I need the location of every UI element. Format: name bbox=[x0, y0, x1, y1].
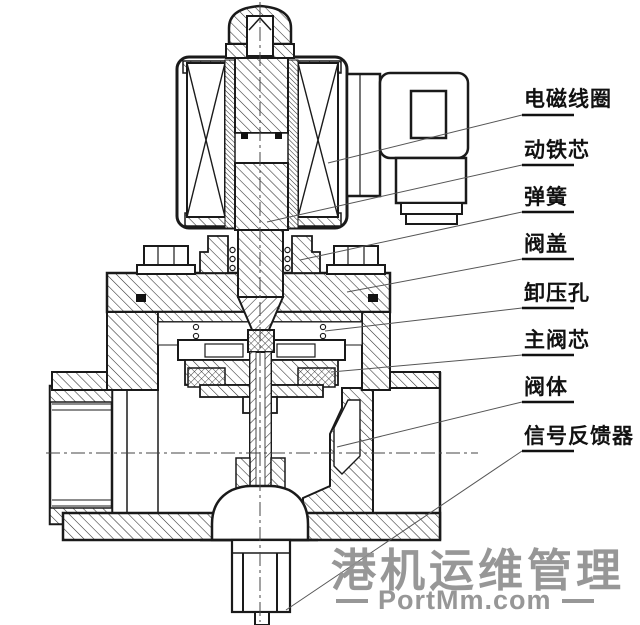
watermark-site: PortMm.com bbox=[336, 585, 594, 616]
electrical-connector bbox=[345, 71, 470, 225]
signal-feedback-section bbox=[200, 484, 318, 625]
part-label-solenoid-coil: 电磁线圈 bbox=[524, 87, 612, 111]
part-label-moving-iron-core: 动铁芯 bbox=[524, 138, 590, 162]
pilot-seat bbox=[247, 329, 275, 353]
leader-line-signal-feedback bbox=[285, 450, 523, 611]
core-tube-wall-left bbox=[224, 59, 236, 229]
leader-line-valve-cover bbox=[346, 258, 523, 293]
part-label-signal-feedback: 信号反馈器 bbox=[524, 424, 634, 448]
moving-iron-core-part bbox=[234, 162, 289, 231]
part-label-spring: 弹簧 bbox=[524, 185, 568, 209]
watermark-site-text: PortMm.com bbox=[378, 585, 552, 615]
coil-assembly bbox=[175, 29, 349, 231]
part-label-main-valve-core: 主阀芯 bbox=[524, 328, 590, 352]
part-label-valve-cover: 阀盖 bbox=[524, 232, 568, 256]
core-tube-wall-right bbox=[287, 59, 299, 229]
leader-line-moving-iron-core bbox=[266, 164, 523, 223]
centerlines bbox=[46, 2, 478, 622]
o-ring-seal-left bbox=[136, 294, 146, 302]
o-ring-seal-right bbox=[368, 294, 378, 302]
part-labels: 电磁线圈 动铁芯 弹簧 阀盖 卸压孔 主阀芯 阀体 信号反馈器 bbox=[524, 87, 634, 448]
connector-window bbox=[409, 89, 448, 140]
watermark-brand: 港机运维管理 bbox=[331, 545, 626, 596]
leader-line-main-valve-core bbox=[330, 354, 523, 373]
leader-line-valve-body bbox=[336, 401, 523, 448]
watermark-dash-right bbox=[561, 598, 594, 603]
part-label-valve-body: 阀体 bbox=[524, 375, 568, 399]
leader-line-pressure-relief-hole bbox=[324, 307, 523, 332]
spring-coils bbox=[229, 246, 291, 272]
watermark-dash-left bbox=[336, 598, 368, 603]
leader-line-solenoid-coil bbox=[327, 114, 523, 164]
leader-lines bbox=[266, 113, 574, 611]
part-label-pressure-relief-hole: 卸压孔 bbox=[524, 281, 590, 305]
leader-line-spring bbox=[299, 211, 523, 261]
